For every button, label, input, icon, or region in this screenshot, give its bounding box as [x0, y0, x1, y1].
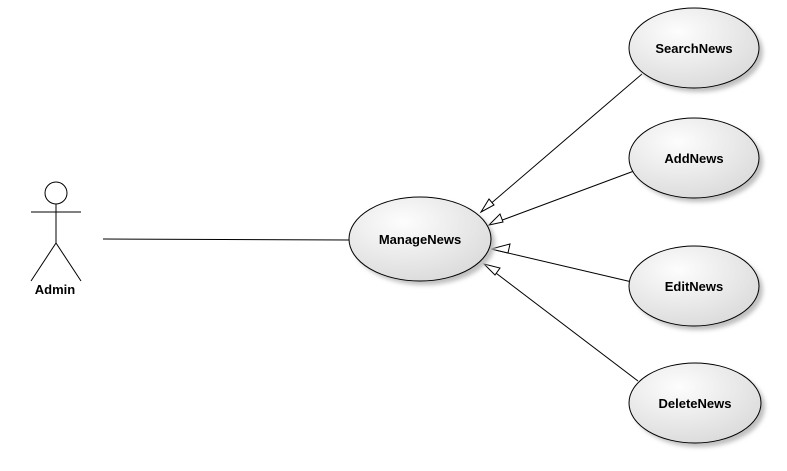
use-case-managenews[interactable]: ManageNews — [348, 196, 495, 285]
use-case-label: EditNews — [665, 279, 724, 294]
use-case-ellipse — [628, 362, 762, 444]
use-case-label: DeleteNews — [659, 396, 732, 411]
generalization-line-searchnews — [480, 73, 643, 213]
use-case-label: SearchNews — [655, 41, 732, 56]
generalization-line-deletenews — [483, 263, 639, 382]
actor-label: Admin — [35, 282, 76, 297]
use-case-deletenews[interactable]: DeleteNews — [628, 362, 765, 447]
use-case-label: ManageNews — [379, 232, 461, 247]
actor-right-leg — [55, 242, 82, 282]
use-case-addnews[interactable]: AddNews — [628, 117, 763, 202]
use-case-ellipse — [628, 7, 760, 89]
use-case-ellipse — [348, 196, 492, 282]
association-line — [102, 238, 350, 241]
generalization-line-editnews — [490, 248, 633, 283]
use-case-label: AddNews — [664, 151, 723, 166]
use-case-editnews[interactable]: EditNews — [628, 245, 763, 330]
generalization-arrowhead-editnews — [490, 243, 511, 254]
generalization-arrowhead-searchnews — [479, 198, 495, 214]
actor-head — [44, 181, 68, 205]
generalization-line-addnews — [488, 170, 635, 226]
use-case-ellipse — [628, 117, 760, 199]
actor-left-leg — [30, 242, 57, 282]
generalization-arrowhead-deletenews — [482, 263, 501, 276]
use-case-ellipse — [628, 245, 760, 327]
actor-admin[interactable]: Admin — [30, 181, 82, 297]
generalization-arrowhead-addnews — [487, 213, 504, 226]
use-case-searchnews[interactable]: SearchNews — [628, 7, 763, 92]
